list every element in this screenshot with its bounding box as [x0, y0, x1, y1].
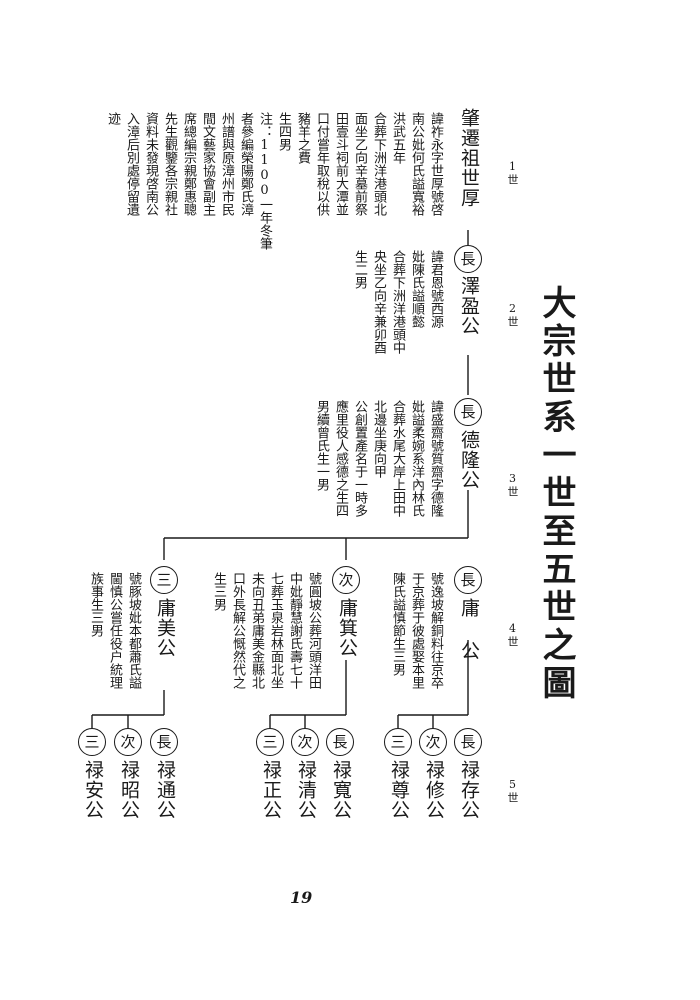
note-line: 妣陳氏謚順懿	[409, 250, 424, 328]
note-line: 男續曾氏生一男	[314, 400, 329, 491]
note-line: 諱君恩號西源	[428, 250, 443, 328]
note-line: 先生觀鑒各宗親社	[162, 112, 177, 216]
note-line: 合葬水尾大岸上田中	[390, 400, 405, 517]
generation-label-3: 3世	[506, 472, 519, 498]
note-line: 七葬玉泉岩林面北坐	[268, 572, 283, 689]
gen2-name: 澤盈公	[458, 276, 480, 336]
page-title: 大宗世系一世至五世之圖	[536, 285, 576, 703]
note-line: 生四男	[276, 112, 291, 151]
rank-badge-gen2: 長	[454, 245, 482, 273]
note-line: 族事生三男	[88, 572, 103, 637]
note-line: 間文藝家協會副主	[200, 112, 215, 216]
rank-badge-gen5-6: 三	[256, 728, 284, 756]
rank-badge-gen5-4: 長	[326, 728, 354, 756]
gen2-notes: 諱君恩號西源 妣陳氏謚順懿 合葬下洲洋港頭中 央坐乙向辛兼卯酉 生二男	[336, 250, 446, 370]
gen5-name-2: 禄修公	[423, 760, 445, 820]
note-line: 應里役人感德之生四	[333, 400, 348, 517]
gen3-notes: 諱盛齋號質齋字德隆 妣謚柔婉系洋內林氏 合葬水尾大岸上田中 北邊坐庚向甲 公創置…	[306, 400, 446, 560]
note-line: 合葬下洲洋港頭中	[390, 250, 405, 354]
note-line: 號逸坡解銅料往京卒	[428, 572, 443, 689]
note-line: 洪武五年	[390, 112, 405, 164]
note-line: 陳氏謚慎節生三男	[390, 572, 405, 676]
gen4-name-1: 庸 公	[458, 598, 480, 661]
note-line: 妣謚柔婉系洋內林氏	[409, 400, 424, 517]
rank-badge-gen5-5: 次	[291, 728, 319, 756]
note-line: 號圓坡公葬河頭洋田	[306, 572, 321, 689]
note-line: 北邊坐庚向甲	[371, 400, 386, 478]
gen5-name-1: 禄存公	[458, 760, 480, 820]
gen5-name-8: 禄昭公	[118, 760, 140, 820]
generation-label-1: 1世	[506, 160, 519, 186]
rank-badge-gen3: 長	[454, 398, 482, 426]
gen5-name-9: 禄安公	[82, 760, 104, 820]
gen5-name-3: 禄尊公	[388, 760, 410, 820]
note-line: 資料未發現啓南公	[143, 112, 158, 216]
note-line: 諱祚永字世厚號啓	[428, 112, 443, 216]
note-line: 注：1100一年冬筆	[257, 112, 272, 250]
gen5-name-5: 禄清公	[295, 760, 317, 820]
page-number: 19	[290, 888, 313, 907]
gen4-notes-2: 號圓坡公葬河頭洋田 中妣靜慧謝氏壽七十 七葬玉泉岩林面北坐 未向丑弟庸美金縣北 …	[200, 572, 324, 712]
gen4-name-3: 庸美公	[154, 598, 176, 658]
note-line: 央坐乙向辛兼卯酉	[371, 250, 386, 354]
note-line: 于京葬于彼處娶本里	[409, 572, 424, 689]
gen3-name: 德隆公	[458, 430, 480, 490]
note-line: 田壹斗祠前大潭並	[333, 112, 348, 216]
rank-badge-gen4-2: 次	[332, 566, 360, 594]
note-line: 中妣靜慧謝氏壽七十	[287, 572, 302, 689]
note-line: 迹	[105, 112, 120, 125]
rank-badge-gen5-8: 次	[114, 728, 142, 756]
note-line: 未向丑弟庸美金縣北	[249, 572, 264, 689]
gen4-notes-3: 號豚坡妣本都蕭氏謚 閫慎公嘗任役户統理 族事生三男	[80, 572, 144, 712]
rank-badge-gen5-1: 長	[454, 728, 482, 756]
rank-badge-gen5-9: 三	[78, 728, 106, 756]
note-line: 諱盛齋號質齋字德隆	[428, 400, 443, 517]
note-line: 面坐乙向辛墓前祭	[352, 112, 367, 216]
note-line: 南公妣何氏謚寬裕	[409, 112, 424, 216]
generation-label-2: 2世	[506, 302, 519, 328]
note-line: 者參編榮陽鄭氏漳	[238, 112, 253, 216]
rank-badge-gen5-2: 次	[419, 728, 447, 756]
generation-label-5: 5世	[506, 778, 519, 804]
note-line: 生二男	[352, 250, 367, 289]
ancestor-name: 肇遷祖世厚	[458, 108, 480, 208]
generation-label-4: 4世	[506, 622, 519, 648]
rank-badge-gen5-3: 三	[384, 728, 412, 756]
ancestor-notes: 諱祚永字世厚號啓 南公妣何氏謚寬裕 洪武五年 合葬下洲洋港頭北 面坐乙向辛墓前祭…	[96, 112, 446, 442]
rank-badge-gen4-3: 三	[150, 566, 178, 594]
gen4-notes-1: 號逸坡解銅料往京卒 于京葬于彼處娶本里 陳氏謚慎節生三男	[366, 572, 446, 712]
note-line: 席總編宗親鄭惠聰	[181, 112, 196, 216]
gen4-name-2: 庸箕公	[336, 598, 358, 658]
rank-badge-gen4-1: 長	[454, 566, 482, 594]
note-line: 口付嘗年取稅以供	[314, 112, 329, 216]
note-line: 生三男	[211, 572, 226, 611]
note-line: 入漳后別處停留遺	[124, 112, 139, 216]
note-line: 豬羊之費	[295, 112, 310, 164]
note-line: 閫慎公嘗任役户統理	[107, 572, 122, 689]
gen5-name-6: 禄正公	[260, 760, 282, 820]
rank-badge-gen5-7: 長	[150, 728, 178, 756]
note-line: 號豚坡妣本都蕭氏謚	[126, 572, 141, 689]
note-line: 州譜與原漳州市民	[219, 112, 234, 216]
note-line: 公創置產名于一時多	[352, 400, 367, 517]
note-line: 合葬下洲洋港頭北	[371, 112, 386, 216]
note-line: 口外長解公慨然代之	[230, 572, 245, 689]
gen5-name-4: 禄寬公	[330, 760, 352, 820]
gen5-name-7: 禄通公	[154, 760, 176, 820]
